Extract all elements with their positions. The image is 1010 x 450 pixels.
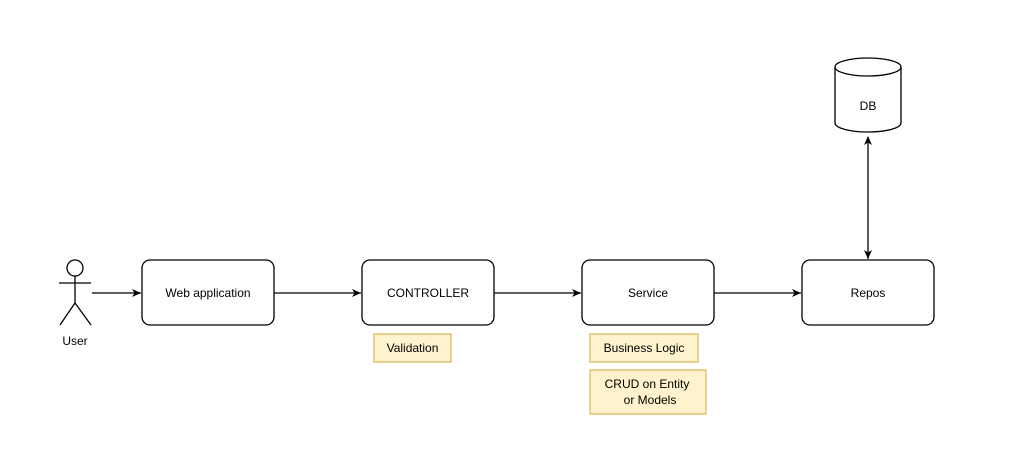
crud-label-line2: or Models [624, 393, 677, 407]
validation-label: Validation [387, 341, 439, 355]
business-logic-note: Business Logic [589, 333, 699, 363]
user-label: User [62, 334, 87, 348]
validation-note: Validation [373, 333, 452, 363]
repos-label: Repos [851, 286, 886, 300]
database-cylinder-icon [834, 57, 902, 133]
service-node: Service [581, 259, 715, 326]
webapp-label: Web application [165, 286, 250, 300]
business-logic-label: Business Logic [604, 341, 685, 355]
webapp-node: Web application [141, 259, 275, 326]
repos-node: Repos [801, 259, 935, 326]
crud-label-line1: CRUD on Entity [605, 377, 690, 391]
controller-node: CONTROLLER [361, 259, 495, 326]
user-actor-icon [59, 259, 92, 326]
crud-note: CRUD on Entity or Models [589, 369, 707, 415]
service-label: Service [628, 286, 668, 300]
controller-label: CONTROLLER [387, 286, 469, 300]
db-label: DB [860, 99, 877, 113]
